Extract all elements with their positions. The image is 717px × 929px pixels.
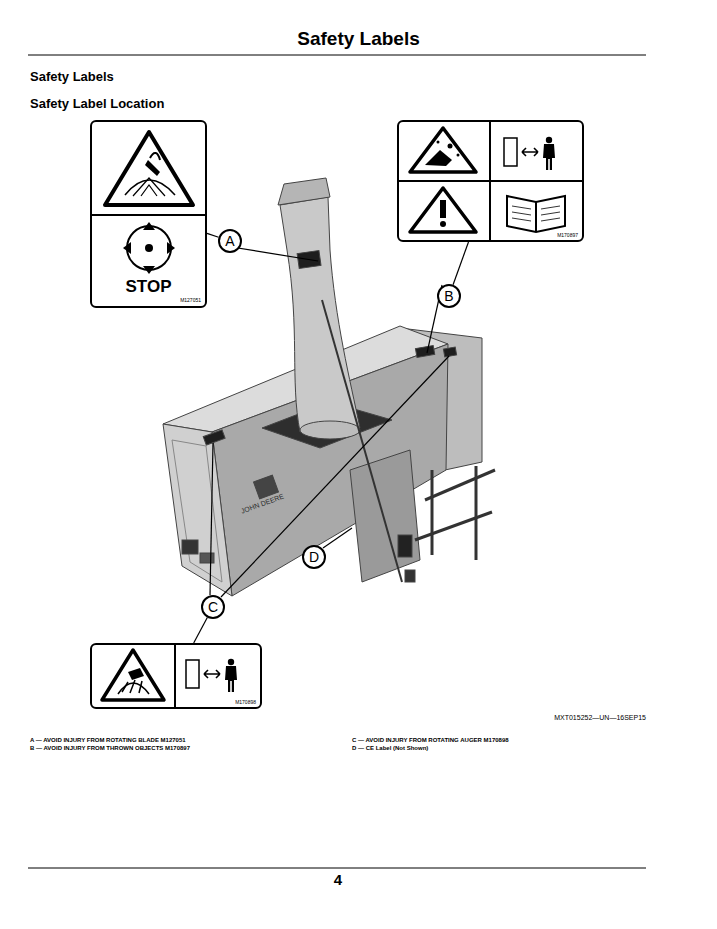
decal-c-graphic	[90, 643, 262, 709]
chute	[280, 197, 360, 432]
header-rule	[28, 55, 646, 56]
callout-letter: B	[437, 284, 461, 308]
hitch-bar	[425, 470, 495, 500]
section-heading: Safety Labels	[30, 70, 114, 84]
leader-line	[194, 618, 208, 643]
deflector	[278, 178, 330, 205]
callout-letter: C	[201, 595, 225, 619]
caption-line: B — AVOID INJURY FROM THROWN OBJECTS M17…	[30, 745, 190, 752]
callout-text: D	[309, 550, 319, 564]
caption-line: C — AVOID INJURY FROM ROTATING AUGER M17…	[352, 737, 509, 744]
safety-decal: M170897	[397, 120, 584, 242]
skid-shoe	[182, 540, 198, 554]
safety-decal: M170898	[90, 643, 262, 709]
part-number: M170897	[557, 233, 578, 238]
leader-line	[323, 528, 352, 548]
figure-code: MXT015252—UN—16SEP15	[554, 714, 646, 722]
callout-text: A	[225, 234, 234, 248]
housing-end	[163, 424, 232, 596]
caption-line: D — CE Label (Not Shown)	[352, 745, 428, 752]
callout-letter: A	[218, 229, 242, 253]
skid-shoe	[200, 553, 214, 563]
crank-rod	[322, 300, 402, 582]
end-panel	[172, 440, 222, 582]
hitch-bar	[431, 470, 434, 555]
decal-b-graphic	[397, 120, 584, 242]
decal-word: STOP	[92, 278, 205, 295]
hitch-bar	[415, 512, 492, 540]
section-subheading: Safety Label Location	[30, 97, 164, 111]
label-spot	[203, 430, 225, 445]
label-spot	[415, 345, 434, 357]
hitch-bar	[475, 466, 478, 560]
leader-line	[453, 242, 468, 285]
chute-ring	[300, 421, 360, 439]
label-spot	[443, 347, 456, 357]
part-number: M170898	[235, 700, 256, 705]
leader-line	[207, 233, 219, 237]
callout-text: B	[444, 289, 453, 303]
callout-letter: D	[302, 545, 326, 569]
caption-line: A — AVOID INJURY FROM ROTATING BLADE M12…	[30, 737, 186, 744]
leader-line	[210, 443, 213, 595]
page-number: 4	[238, 872, 438, 889]
gearbox	[350, 450, 420, 582]
decal-a-graphic	[90, 120, 207, 308]
leader-line	[221, 356, 449, 597]
callout-text: C	[208, 600, 218, 614]
hitch-part	[405, 570, 415, 582]
footer-rule	[28, 868, 646, 869]
safety-decal: STOP M127051	[90, 120, 207, 308]
page-title: Safety Labels	[0, 29, 717, 50]
leader-lines	[210, 245, 449, 597]
hitch-part	[398, 535, 412, 557]
part-number: M127051	[180, 298, 201, 303]
